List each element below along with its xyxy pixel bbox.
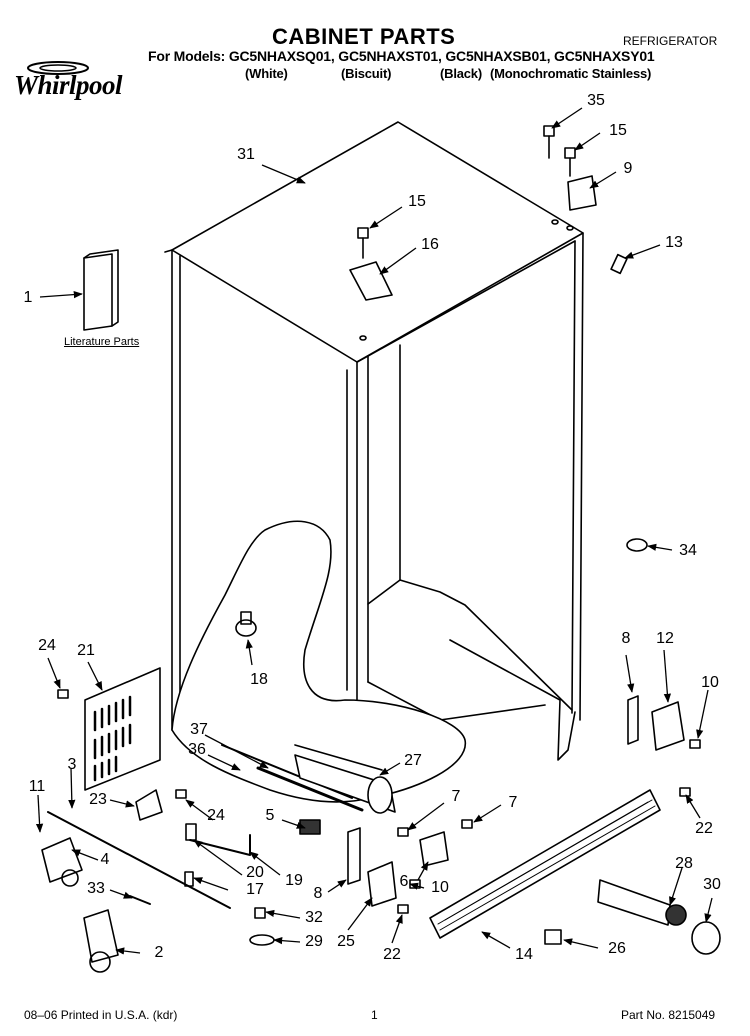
callout-32: 32	[305, 909, 323, 926]
callout-8-right: 8	[621, 630, 631, 647]
print-info: 08–06 Printed in U.S.A. (kdr)	[24, 1008, 178, 1022]
callout-7-left: 7	[451, 788, 461, 805]
callout-19: 19	[285, 872, 303, 889]
callout-3: 3	[67, 756, 77, 773]
page-number: 1	[371, 1008, 378, 1022]
callout-24-mid: 24	[207, 807, 225, 824]
variant-black: (Black)	[440, 66, 482, 81]
callout-27: 27	[404, 752, 422, 769]
callout-36: 36	[188, 741, 206, 758]
callout-13: 13	[665, 234, 683, 251]
callout-24-left: 24	[38, 637, 56, 654]
callout-18: 18	[250, 671, 268, 688]
callout-5: 5	[265, 807, 275, 824]
literature-parts-label: Literature Parts	[64, 336, 140, 348]
part-number: Part No. 8215049	[621, 1008, 716, 1022]
callout-10-bottom: 10	[431, 879, 449, 896]
callout-34: 34	[679, 542, 697, 559]
callout-14: 14	[515, 946, 533, 963]
model-list: For Models: GC5NHAXSQ01, GC5NHAXST01, GC…	[148, 48, 655, 64]
callout-31: 31	[237, 146, 255, 163]
variant-biscuit: (Biscuit)	[341, 66, 392, 81]
appliance-category: REFRIGERATOR	[623, 34, 718, 48]
callout-33: 33	[87, 880, 105, 897]
callout-6: 6	[399, 873, 409, 890]
callout-9: 9	[623, 160, 633, 177]
callout-2: 2	[154, 944, 164, 961]
callout-15-top: 15	[609, 122, 627, 139]
callout-28: 28	[675, 855, 693, 872]
callout-7-right: 7	[508, 794, 518, 811]
callout-30: 30	[703, 876, 721, 893]
callout-4: 4	[100, 851, 110, 868]
callout-26: 26	[608, 940, 626, 957]
callout-25: 25	[337, 933, 355, 950]
callout-12: 12	[656, 630, 674, 647]
callout-1: 1	[23, 289, 33, 306]
variant-white: (White)	[245, 66, 288, 81]
callout-22-right: 22	[695, 820, 713, 837]
callout-15-mid: 15	[408, 193, 426, 210]
callout-37: 37	[190, 721, 208, 738]
callout-16: 16	[421, 236, 439, 253]
page-title: CABINET PARTS	[272, 24, 456, 49]
callout-22-bottom: 22	[383, 946, 401, 963]
callout-20: 20	[246, 864, 264, 881]
callout-17: 17	[246, 881, 264, 898]
callout-8-bottom: 8	[313, 885, 323, 902]
rear-grille	[84, 667, 161, 791]
callout-29: 29	[305, 933, 323, 950]
callout-35: 35	[587, 92, 605, 109]
callout-21: 21	[77, 642, 95, 659]
brand-logo: Whirlpool	[14, 70, 123, 100]
whirlpool-logo-swoosh	[27, 61, 89, 75]
callout-10-right: 10	[701, 674, 719, 691]
callout-23: 23	[89, 791, 107, 808]
variant-stainless: (Monochromatic Stainless)	[490, 66, 652, 81]
callout-11: 11	[28, 778, 46, 795]
cabinet-shell	[164, 121, 584, 761]
